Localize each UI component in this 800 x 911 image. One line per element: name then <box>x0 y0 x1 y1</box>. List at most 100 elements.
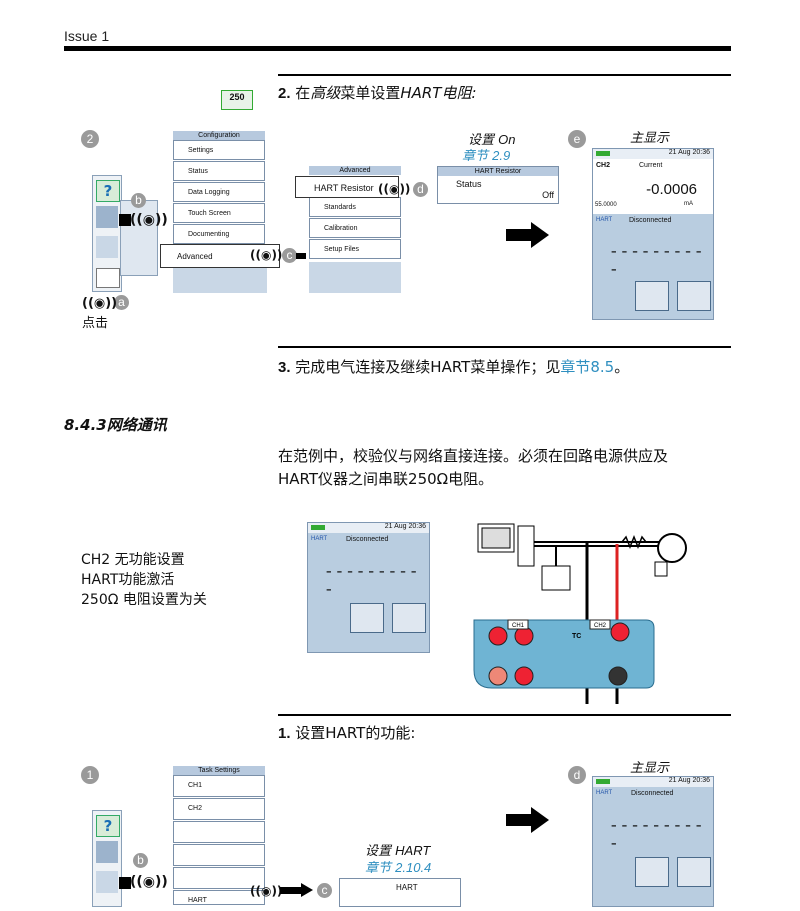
jack-ma-3w <box>514 666 534 686</box>
main-display-caption: 主显示 <box>630 131 670 146</box>
grid-icon[interactable] <box>96 871 118 893</box>
current-value: -0.0006 <box>646 181 697 198</box>
hart-resistor-panel: HART Resistor Status Off <box>437 166 559 204</box>
label-b: b <box>131 193 146 208</box>
battery-icon <box>596 779 610 784</box>
task-item-3[interactable] <box>173 821 265 843</box>
device-side-strip: ? <box>92 175 122 292</box>
step1-heading: 1. 设置HART的功能: <box>278 724 416 742</box>
menu-status[interactable]: Status <box>173 161 265 181</box>
window-icon[interactable] <box>677 281 711 311</box>
task-settings-title: Task Settings <box>173 766 265 775</box>
tap-icon-d: ((◉)) <box>378 182 411 196</box>
menu-data-logging[interactable]: Data Logging <box>173 182 265 202</box>
chapter-2-10-4[interactable]: 章节 2.10.4 <box>365 860 432 876</box>
mid-display-screen: 21 Aug 20:36 HART Disconnected ---------… <box>307 522 430 653</box>
task-item-4[interactable] <box>173 844 265 866</box>
arrow-tail-b <box>119 214 131 226</box>
note-ch2: CH2 无功能设置 <box>81 552 185 568</box>
settings-icon[interactable] <box>96 206 118 228</box>
resistor-symbol <box>621 534 647 550</box>
status-label[interactable]: Status <box>456 179 482 189</box>
step3-text: 3. 完成电气连接及继续HART菜单操作；见章节8.5。 <box>278 358 630 376</box>
side-notes: CH2 无功能设置 HART功能激活 250Ω 电阻设置为关 <box>81 550 207 610</box>
adv-footer <box>309 262 401 293</box>
label-c: c <box>282 248 297 263</box>
jack-com <box>488 666 508 686</box>
hart-task-panel[interactable]: HART <box>339 878 461 907</box>
transmitter-icon <box>657 533 687 563</box>
big-arrow-head-2 <box>531 807 549 833</box>
step2-heading: 2. 在高级菜单设置HART电阻: <box>278 84 477 102</box>
screen-date: 21 Aug 20:36 <box>668 149 710 156</box>
label-e: e <box>568 130 586 148</box>
configuration-menu: Configuration Settings Status Data Loggi… <box>173 131 267 293</box>
menu-touch-screen[interactable]: Touch Screen <box>173 203 265 223</box>
grid-icon[interactable] <box>96 236 118 258</box>
tap-icon-c-2: ((◉)) <box>250 884 283 898</box>
arrow-tail-b-2 <box>119 877 131 889</box>
task-settings-menu: Task Settings CH1 CH2 HART <box>173 766 267 905</box>
settings-icon[interactable] <box>96 841 118 863</box>
menu-advanced[interactable]: Advanced <box>160 244 280 268</box>
task-item-5[interactable] <box>173 867 265 889</box>
ch1-label: CH1 <box>512 623 525 629</box>
label-d: d <box>413 182 428 197</box>
header-rule <box>64 46 731 51</box>
task-ch1[interactable]: CH1 <box>173 775 265 797</box>
step-circle-2: 2 <box>81 130 99 148</box>
configuration-title: Configuration <box>173 131 265 140</box>
note-250: 250Ω 电阻设置为关 <box>81 592 207 608</box>
help-icon[interactable]: ? <box>96 815 120 837</box>
step1-rule <box>278 714 731 716</box>
adv-hart-resistor[interactable]: HART Resistor <box>295 176 399 198</box>
arrow-c-2-shaft <box>280 887 302 894</box>
jack-v-hz <box>488 626 508 646</box>
menu-documenting[interactable]: Documenting <box>173 224 265 244</box>
advanced-title: Advanced <box>309 166 401 175</box>
window-icon[interactable] <box>677 857 711 887</box>
label-d-2: d <box>568 766 586 784</box>
set-on-caption: 设置 On <box>468 132 516 148</box>
jack-ma-4w <box>514 626 534 646</box>
chapter-8-5-link[interactable]: 章节8.5 <box>560 358 615 376</box>
tap-icon-c: ((◉)) <box>250 248 283 262</box>
window-icon[interactable] <box>392 603 426 633</box>
adv-calibration[interactable]: Calibration <box>309 218 401 238</box>
label-a: a <box>114 295 129 310</box>
device-mini-panel <box>120 200 158 276</box>
main-display-caption-2: 主显示 <box>630 761 670 776</box>
help-icon[interactable]: ? <box>96 180 120 202</box>
adv-setup-files[interactable]: Setup Files <box>309 239 401 259</box>
label-c-2: c <box>317 883 332 898</box>
adv-standards[interactable]: Standards <box>309 197 401 217</box>
intro-paragraph: 在范例中，校验仪与网络直接连接。必须在回路电源供应及 HART仪器之间串联250… <box>278 447 669 488</box>
chapter-2-9[interactable]: 章节 2.9 <box>462 148 511 164</box>
modem-icon <box>541 565 571 591</box>
ch2-panel[interactable]: CH2 Current -0.0006 mA 55.0000 <box>593 159 713 214</box>
wiring-diagram: CH1 CH2 TC <box>473 523 687 704</box>
list-icon[interactable] <box>350 603 384 633</box>
tap-icon-b-2: ((◉)) <box>130 874 168 890</box>
battery-icon <box>596 151 610 156</box>
arrow-c-2-head <box>301 883 313 897</box>
task-ch2[interactable]: CH2 <box>173 798 265 820</box>
hart-resistor-title: HART Resistor <box>438 167 558 176</box>
menu-settings[interactable]: Settings <box>173 140 265 160</box>
list-icon[interactable] <box>635 281 669 311</box>
big-arrow-head-1 <box>531 222 549 248</box>
tap-target-icon[interactable] <box>96 268 120 288</box>
tc-label: TC <box>572 633 581 640</box>
label-b-2: b <box>133 853 148 868</box>
section-title: 8.4.3网络通讯 <box>64 416 167 434</box>
big-arrow-shaft-2 <box>506 814 532 826</box>
issue-label: Issue 1 <box>64 28 110 44</box>
tap-icon-a: ((◉)) <box>82 296 118 311</box>
main-display-screen: 21 Aug 20:36 CH2 Current -0.0006 mA 55.0… <box>592 148 714 320</box>
big-arrow-shaft-1 <box>506 229 532 241</box>
note-hart: HART功能激活 <box>81 572 175 588</box>
status-value[interactable]: Off <box>542 190 554 200</box>
device-side-strip-2: ? <box>92 810 122 907</box>
jack-ch2-v <box>610 622 630 642</box>
list-icon[interactable] <box>635 857 669 887</box>
